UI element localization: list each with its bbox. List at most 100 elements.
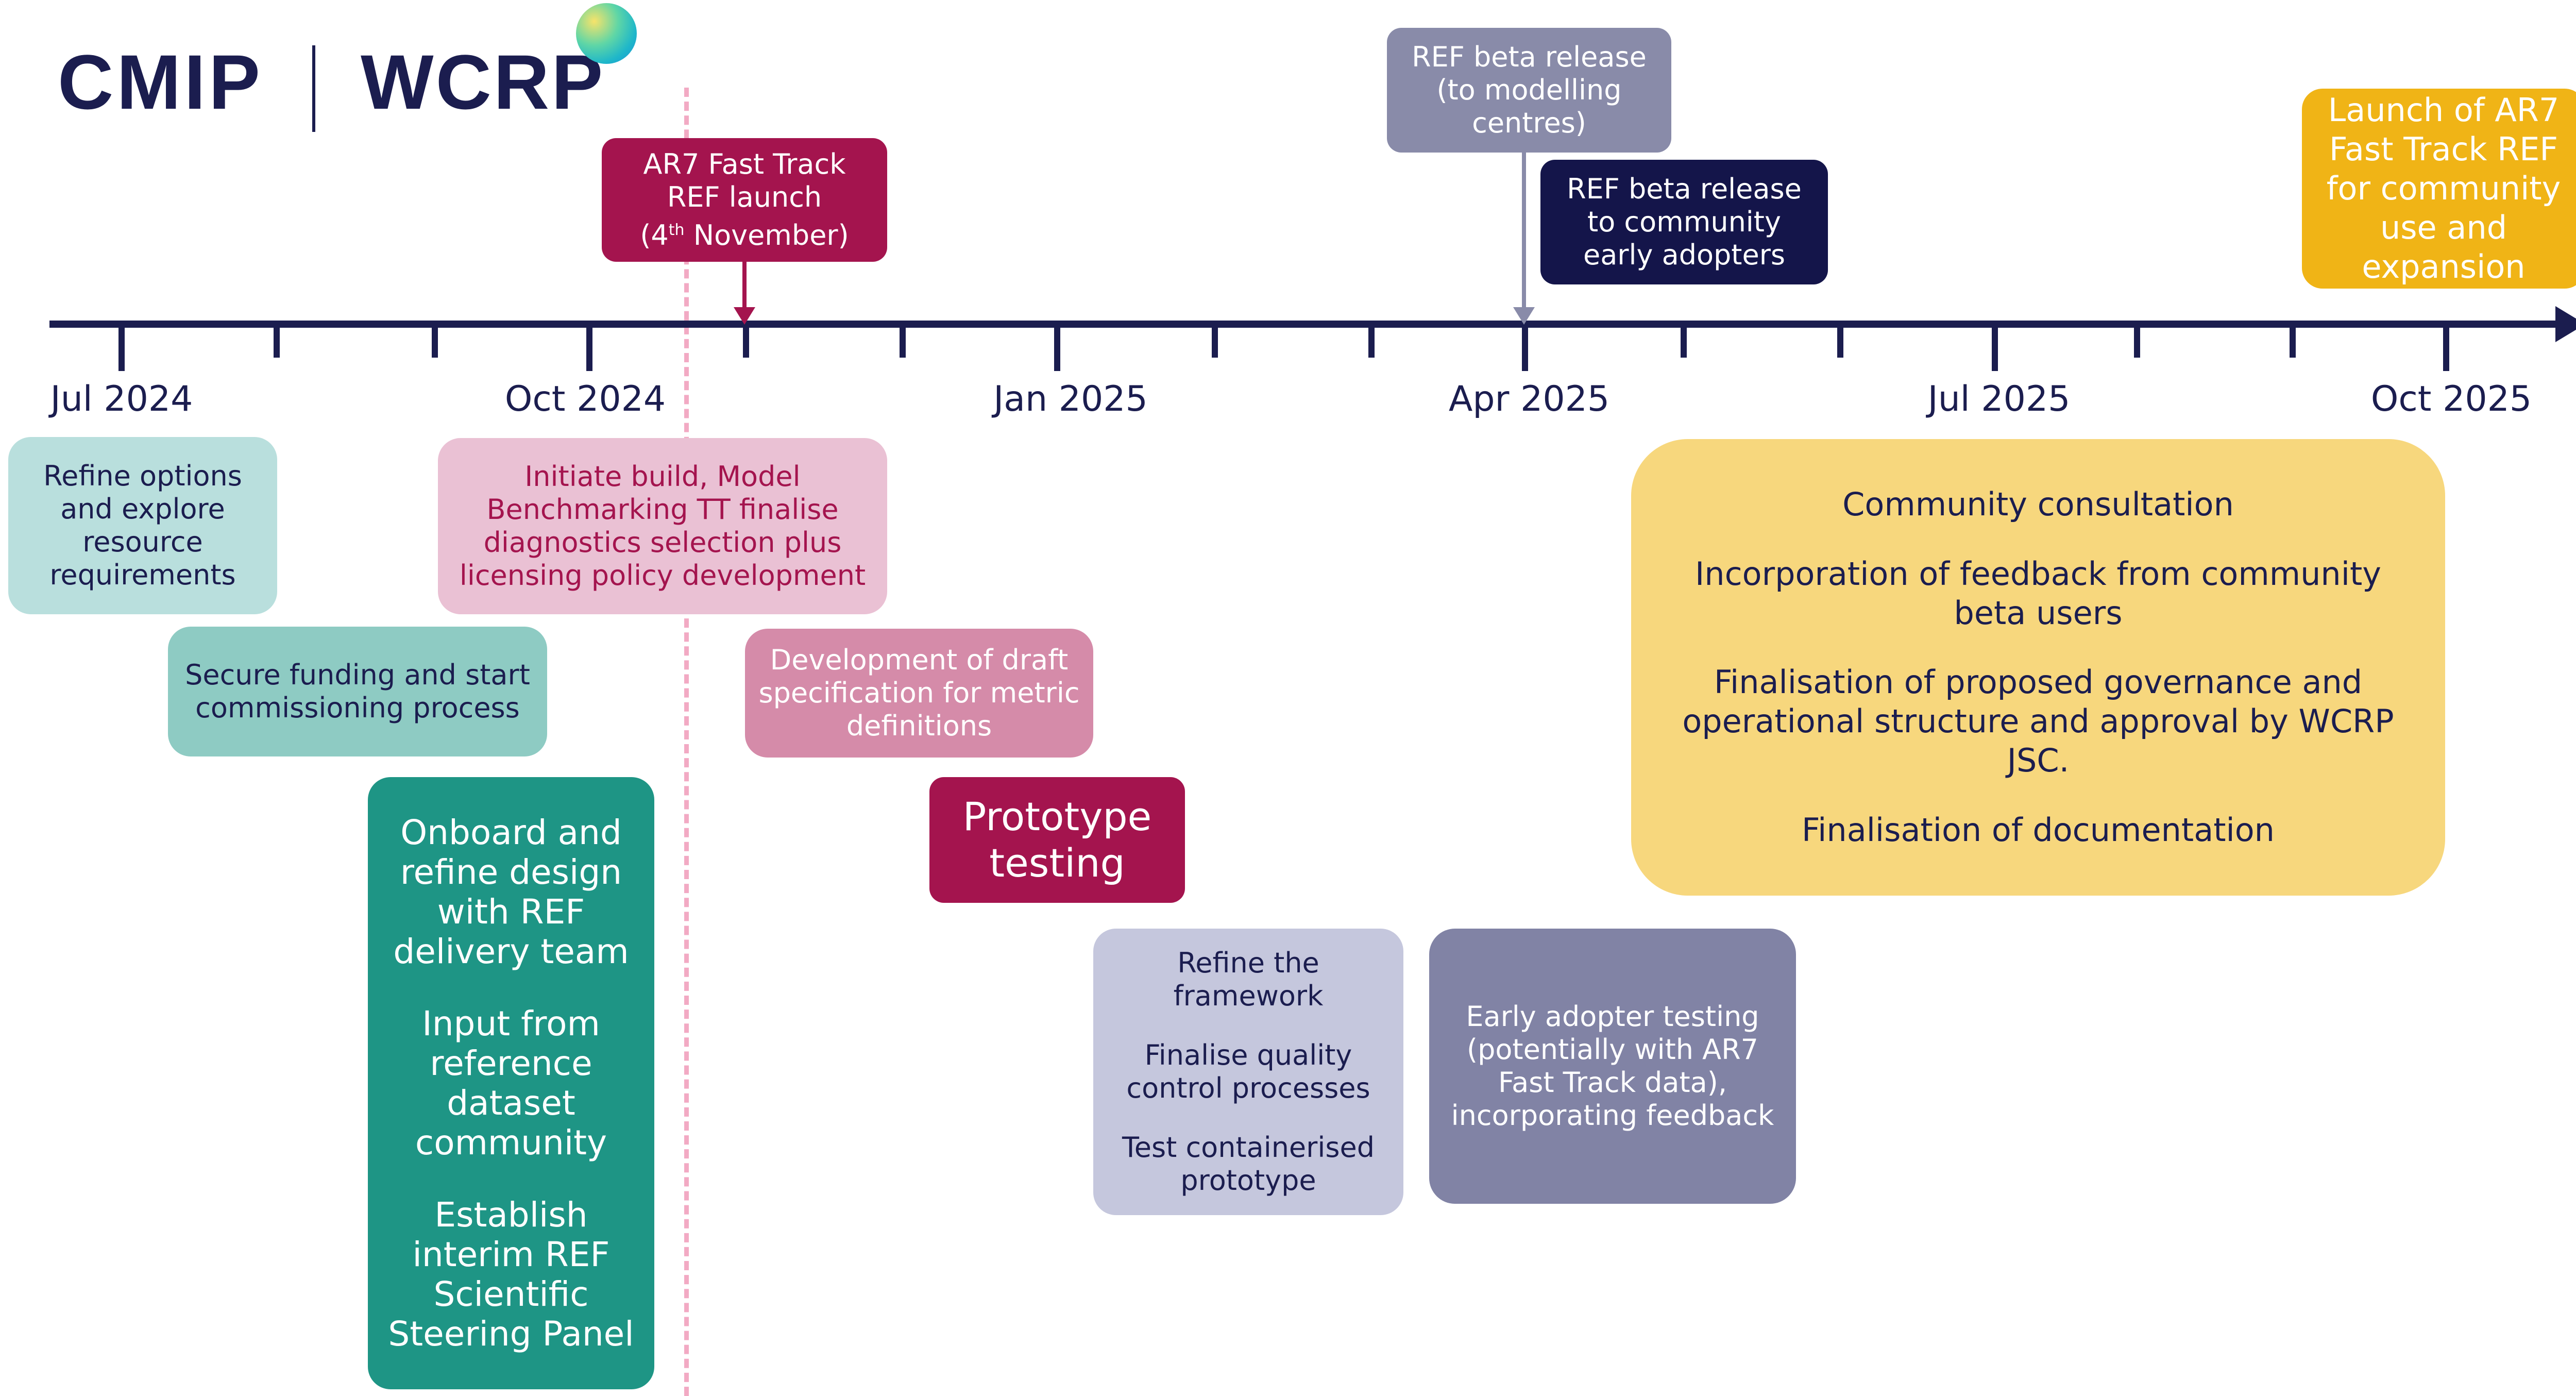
activity-text: Fast Track data),: [1498, 1066, 1727, 1099]
month-label: Jan 2025: [993, 379, 1148, 419]
activity-text: community: [415, 1123, 607, 1163]
activity-text: testing: [989, 840, 1125, 886]
tick-minor: [432, 325, 438, 358]
activity-text: Initiate build, Model: [524, 460, 801, 493]
beta-modelling-connector: [1522, 153, 1526, 313]
milestone-text: REF beta release: [1567, 173, 1802, 205]
activity-text: interim REF: [412, 1234, 610, 1274]
activity-text: definitions: [846, 710, 992, 742]
month-label: Apr 2025: [1448, 379, 1610, 419]
tick-jan-2025: [1054, 325, 1060, 371]
tick-minor: [2290, 325, 2296, 358]
activity-text: control processes: [1126, 1072, 1370, 1104]
activity-text: (potentially with AR7: [1467, 1033, 1758, 1066]
activity-text: JSC.: [2007, 742, 2070, 780]
milestone-text: for community: [2326, 170, 2561, 207]
milestone-text: to community: [1587, 206, 1781, 238]
activity-text: and explore: [60, 493, 225, 525]
tick-minor: [1212, 325, 1218, 358]
activity-text: refine design: [400, 852, 622, 893]
tick-oct-2025: [2443, 325, 2449, 371]
activity-refine-framework: Refine the framework Finalise quality co…: [1093, 929, 1403, 1215]
activity-secure-funding: Secure funding and start commissioning p…: [168, 627, 547, 756]
milestone-text: centres): [1472, 107, 1586, 139]
ref-launch-connector: [742, 262, 747, 313]
activity-community-consultation: Community consultation Incorporation of …: [1631, 439, 2445, 896]
activity-text: Input from: [422, 1004, 600, 1044]
activity-text: Prototype: [962, 794, 1152, 839]
wcrp-logo: WCRP: [361, 39, 605, 125]
timeline-axis: [49, 321, 2574, 328]
timeline-arrow-icon: [2555, 306, 2576, 342]
ref-launch-arrow-icon: [734, 307, 755, 325]
activity-text: reference: [430, 1044, 592, 1083]
activity-text: Refine options: [43, 460, 242, 492]
wcrp-logo-orb-icon: [576, 3, 637, 64]
cmip-logo: CMIP: [58, 39, 263, 125]
tick-jul-2025: [1992, 325, 1998, 371]
activity-text: Benchmarking TT finalise: [486, 493, 839, 526]
activity-text: Refine the: [1177, 946, 1319, 979]
month-label: Oct 2025: [2370, 379, 2532, 419]
activity-text: Incorporation of feedback from community: [1695, 554, 2381, 593]
logo-divider: [312, 45, 315, 132]
activity-early-adopter-testing: Early adopter testing (potentially with …: [1429, 929, 1796, 1204]
activity-text: operational structure and approval by WC…: [1682, 702, 2394, 741]
activity-text: specification for metric: [758, 677, 1080, 709]
milestone-beta-modelling: REF beta release (to modelling centres): [1387, 28, 1671, 153]
activity-text: Early adopter testing: [1466, 1000, 1759, 1033]
activity-onboard: Onboard and refine design with REF deliv…: [368, 777, 654, 1389]
milestone-ref-launch: AR7 Fast Track REF launch (4th November): [602, 138, 887, 262]
milestone-text: (to modelling: [1436, 74, 1622, 106]
activity-text: requirements: [49, 559, 236, 591]
tick-jul-2024: [118, 325, 125, 371]
activity-text: dataset: [447, 1083, 575, 1123]
activity-text: Secure funding and start: [185, 659, 530, 691]
activity-text: Community consultation: [1842, 485, 2234, 523]
activity-text: beta users: [1954, 594, 2123, 632]
tick-minor: [900, 325, 906, 358]
activity-text: with REF: [437, 892, 585, 932]
tick-minor: [1681, 325, 1687, 358]
beta-modelling-arrow-icon: [1513, 307, 1535, 325]
activity-text: commissioning process: [195, 692, 520, 724]
activity-text: Onboard and: [400, 813, 622, 853]
activity-text: resource: [82, 526, 203, 558]
tick-minor: [1368, 325, 1375, 358]
milestone-text: Fast Track REF: [2329, 130, 2558, 168]
activity-text: Test containerised: [1122, 1131, 1375, 1164]
activity-text: Development of draft: [770, 644, 1069, 676]
month-label: Jul 2024: [50, 379, 193, 419]
activity-text: incorporating feedback: [1451, 1099, 1774, 1132]
activity-text: Finalisation of proposed governance and: [1714, 663, 2363, 701]
activity-text: licensing policy development: [459, 559, 866, 592]
activity-text: Establish: [434, 1195, 588, 1235]
current-date-dashed-line: [684, 88, 689, 1396]
activity-text: Finalisation of documentation: [1802, 811, 2275, 849]
milestone-text: AR7 Fast Track: [643, 148, 846, 180]
milestone-text: early adopters: [1583, 239, 1786, 271]
tick-apr-2025: [1522, 325, 1528, 371]
activity-text: Steering Panel: [388, 1314, 634, 1354]
milestone-text: REF beta release: [1412, 41, 1647, 73]
activity-refine-options: Refine options and explore resource requ…: [8, 437, 277, 614]
activity-prototype-testing: Prototype testing: [929, 777, 1185, 903]
tick-minor: [2134, 325, 2140, 358]
milestone-text: expansion: [2362, 248, 2526, 285]
milestone-text: Launch of AR7: [2328, 91, 2560, 129]
month-label: Oct 2024: [504, 379, 666, 419]
milestone-text: use and: [2380, 209, 2507, 246]
activity-text: diagnostics selection plus: [483, 526, 842, 559]
tick-minor: [274, 325, 280, 358]
milestone-text: (4th November): [640, 219, 849, 251]
activity-text: delivery team: [393, 932, 629, 972]
activity-text: Finalise quality: [1144, 1039, 1352, 1071]
milestone-text: REF launch: [667, 181, 822, 213]
activity-text: Scientific: [433, 1274, 589, 1314]
tick-oct-2024: [586, 325, 592, 371]
activity-draft-specification: Development of draft specification for m…: [745, 629, 1093, 758]
activity-initiate-build: Initiate build, Model Benchmarking TT fi…: [438, 438, 887, 614]
tick-minor: [1837, 325, 1843, 358]
month-label: Jul 2025: [1927, 379, 2071, 419]
milestone-beta-community: REF beta release to community early adop…: [1540, 160, 1828, 284]
